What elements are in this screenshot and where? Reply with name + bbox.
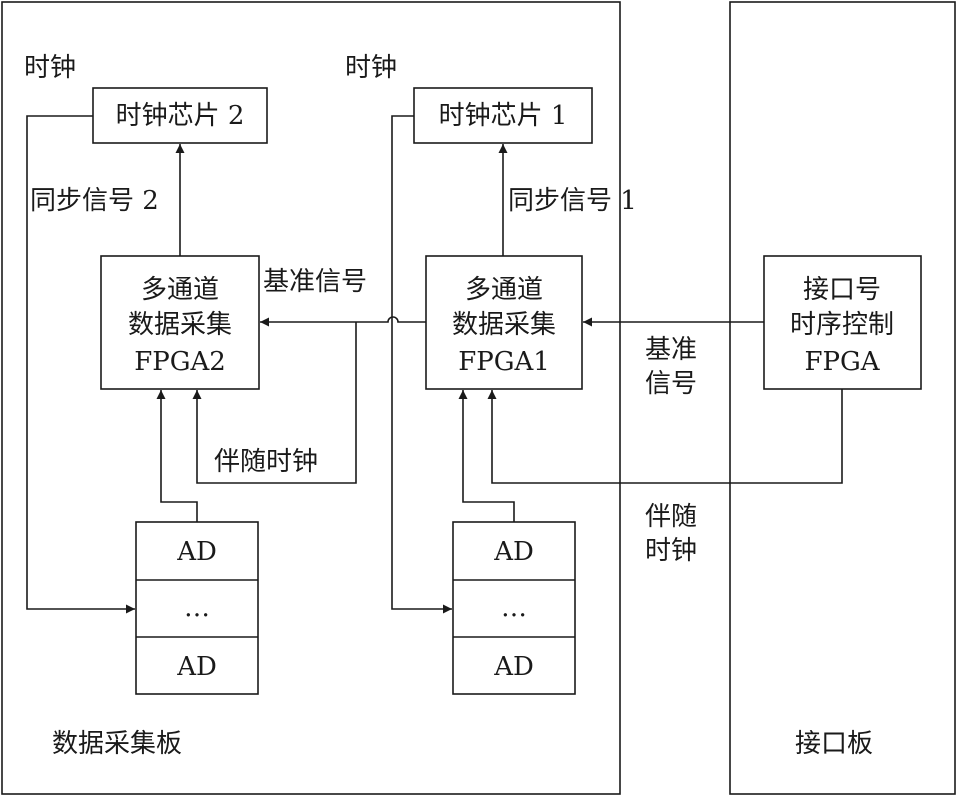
sync-1-label: 同步信号 1 (508, 186, 637, 216)
sync-2-label: 同步信号 2 (30, 186, 159, 216)
ad-stack-right: AD … AD (452, 521, 576, 695)
ad-left-middle: … (184, 593, 210, 623)
clock-chip-2-block: 时钟芯片 2 (92, 87, 268, 144)
fpga1-line-1: 多通道 (465, 275, 543, 305)
interface-board-panel (729, 1, 956, 795)
fpga2-line-1: 多通道 (141, 275, 219, 305)
clock-chip-1-block: 时钟芯片 1 (413, 87, 593, 144)
ad-left-to-fpga2 (156, 390, 198, 522)
clock-2-to-ad-left (26, 115, 135, 614)
clock-chip-1-label: 时钟芯片 1 (439, 101, 568, 131)
ad-left-bottom: AD (176, 652, 217, 682)
interface-fpga-line-2: 时序控制 (790, 310, 894, 340)
acquisition-board-panel (1, 1, 621, 795)
accompany-clock-to-fpga1 (487, 389, 843, 484)
accompany-clock-right-label-2: 时钟 (645, 536, 697, 566)
fpga1-block: 多通道 数据采集 FPGA1 (425, 255, 583, 390)
interface-fpga-block: 接口号 时序控制 FPGA (763, 255, 922, 390)
ad-right-middle: … (501, 593, 527, 623)
fpga2-line-3: FPGA2 (134, 347, 226, 377)
ref-signal-to-fpga2 (260, 316, 426, 327)
accompany-clock-right-label-1: 伴随 (645, 502, 697, 532)
ad-stack-left: AD … AD (135, 521, 259, 695)
accompany-clock-left-label: 伴随时钟 (214, 447, 318, 477)
accompany-clock-to-fpga2 (192, 322, 357, 484)
ad-right-to-fpga1 (458, 390, 515, 522)
interface-board-label: 接口板 (795, 729, 873, 759)
ad-right-top: AD (493, 537, 534, 567)
clock-label-left: 时钟 (24, 53, 76, 83)
fpga2-block: 多通道 数据采集 FPGA2 (100, 255, 260, 390)
ref-signal-right-label-1: 基准 (645, 335, 697, 365)
fpga1-line-3: FPGA1 (458, 347, 550, 377)
ref-signal-left-label: 基准信号 (263, 267, 367, 297)
clock-label-right: 时钟 (345, 53, 397, 83)
ad-left-top: AD (176, 537, 217, 567)
interface-fpga-line-1: 接口号 (803, 275, 881, 305)
interface-fpga-line-3: FPGA (804, 347, 880, 377)
clock-chip-2-label: 时钟芯片 2 (116, 101, 245, 131)
clock-1-to-ad-right (391, 115, 452, 614)
fpga2-line-2: 数据采集 (128, 310, 232, 340)
ad-right-bottom: AD (493, 652, 534, 682)
acquisition-board-label: 数据采集板 (52, 729, 182, 759)
fpga1-line-2: 数据采集 (452, 310, 556, 340)
ref-signal-right-label-2: 信号 (645, 369, 697, 399)
